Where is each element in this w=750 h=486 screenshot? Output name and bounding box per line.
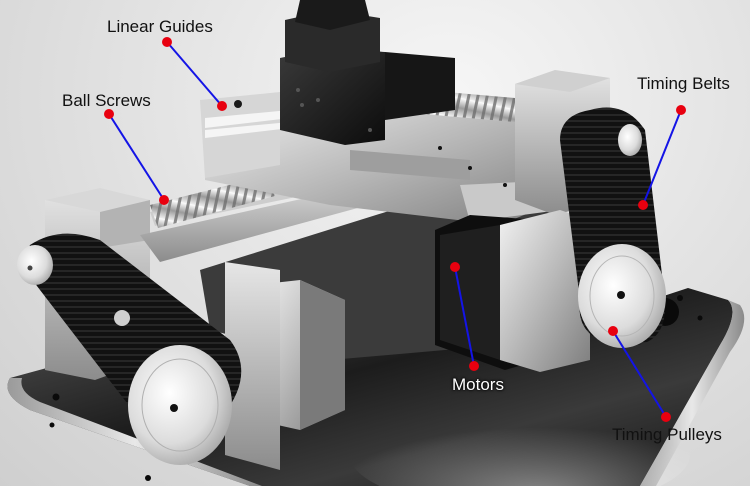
label-ball-screws: Ball Screws xyxy=(62,91,151,110)
spindle-mount xyxy=(280,0,455,145)
label-linear-guides: Linear Guides xyxy=(107,17,213,36)
lower-ball-screw xyxy=(150,176,275,228)
right-belt-drive xyxy=(560,107,666,348)
annotation-leaders xyxy=(104,37,686,422)
leader-motors xyxy=(450,262,479,371)
leader-ball-screws xyxy=(104,109,169,205)
label-timing-pulleys: Timing Pulleys xyxy=(612,425,722,444)
leader-timing-pulleys xyxy=(608,326,671,422)
left-support-plate xyxy=(225,262,280,470)
leader-linear-guides xyxy=(162,37,227,111)
left-belt-drive xyxy=(17,233,242,465)
leader-timing-belts xyxy=(638,105,686,210)
right-motor xyxy=(435,210,590,372)
label-motors: Motors xyxy=(452,375,504,394)
label-timing-belts: Timing Belts xyxy=(637,74,730,93)
